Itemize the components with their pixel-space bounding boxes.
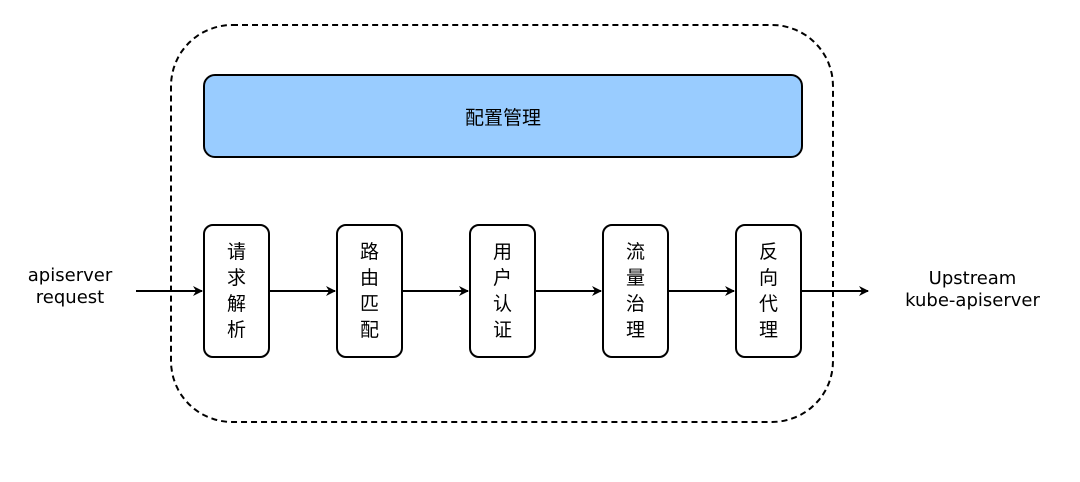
stage-label: 流量治理 [625, 241, 645, 341]
stage-label: 路由匹配 [359, 241, 379, 341]
config-management-label: 配置管理 [464, 106, 541, 129]
input-request-label: apiserver request [27, 265, 113, 308]
config-management-box: 配置管理 [203, 74, 803, 158]
stage-reverse-proxy: 反向代理 [735, 224, 802, 358]
stage-label: 请求解析 [226, 241, 246, 341]
stage-label: 用户认证 [492, 241, 512, 341]
stage-user-authentication: 用户认证 [469, 224, 536, 358]
stage-traffic-governance: 流量治理 [602, 224, 669, 358]
stage-route-matching: 路由匹配 [336, 224, 403, 358]
stage-request-parsing: 请求解析 [203, 224, 270, 358]
proxy-container-boundary [170, 24, 834, 423]
upstream-target-label: Upstream kube-apiserver [905, 268, 1040, 311]
stage-label: 反向代理 [758, 241, 778, 341]
